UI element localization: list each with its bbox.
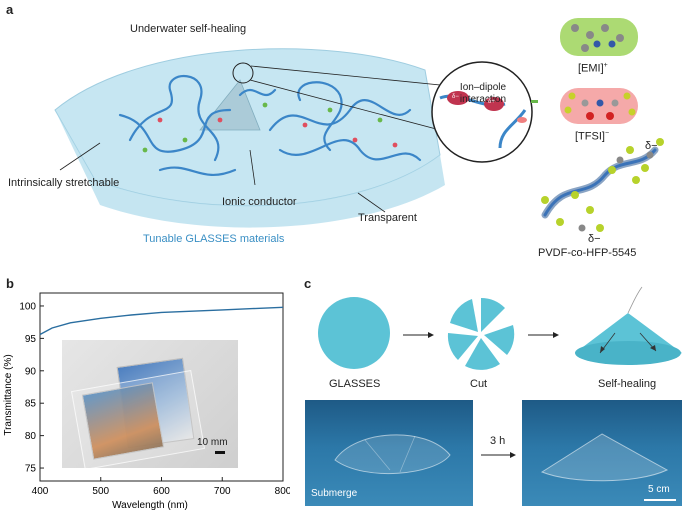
x-tick-label: 500 [92, 486, 109, 497]
y-tick-label: 80 [25, 431, 37, 442]
device-photo: 10 mm [62, 340, 238, 468]
zoom-ion-3 [517, 117, 527, 123]
y-tick-label: 85 [25, 399, 37, 410]
before-film [334, 434, 451, 475]
panel-c-label: c [304, 276, 312, 291]
stretchable-pointer [59, 142, 101, 171]
zoom-ion-4 [531, 100, 538, 103]
transmittance-series-line [39, 306, 284, 336]
x-axis-label: Wavelength (nm) [112, 500, 188, 511]
panel-b-label: b [6, 276, 14, 291]
panel-a-label: a [6, 2, 14, 17]
y-axis-label: Transmittance (%) [3, 354, 14, 435]
emi-molecule [560, 18, 638, 56]
x-tick-label: 400 [32, 486, 49, 497]
callout-zoom-circle [431, 61, 533, 163]
transmittance-chart: 400 500 600 700 800 75 80 85 90 95 100 Transmittan… [3, 292, 290, 511]
underwater-label: Underwater self-healing [130, 23, 247, 35]
healing-pyramid [199, 79, 261, 131]
after-scale-label: 5 cm [648, 484, 670, 495]
y-tick-label: 90 [25, 366, 37, 377]
after-scale-bar [644, 499, 676, 501]
ions [142, 102, 398, 153]
zoom-ion-2 [484, 97, 504, 111]
self-healing-label: Self-healing [598, 378, 657, 390]
emi-label: [EMI]+ [578, 62, 608, 75]
panel-a-illustration [54, 18, 664, 232]
pvdf-molecule [541, 138, 664, 232]
tfsi-label: [TFSI]− [575, 130, 610, 143]
polymer-chains [118, 75, 422, 176]
zoom-delta-plus: δ+ [488, 99, 495, 105]
healed-cone [575, 286, 682, 365]
tunable-label: Tunable GLASSES materials [143, 233, 285, 245]
callout-small-circle [232, 62, 254, 84]
pvdf-label: PVDF-co-HFP-5545 [538, 247, 637, 259]
gel-sheet-front-edge [55, 110, 445, 228]
zoom-chain-2 [498, 109, 527, 149]
ionic-label: Ionic conductor [222, 196, 297, 208]
zoom-ion-1 [447, 91, 469, 105]
healing-schematic [318, 286, 682, 370]
callout-line-top [250, 65, 471, 89]
ion-dipole-label: Ion–dipole interaction [459, 82, 507, 105]
photo-scale-label: 10 mm [197, 437, 228, 448]
time-label: 3 h [490, 435, 506, 447]
photo-gel-film [70, 370, 206, 468]
x-tick-label: 700 [214, 486, 231, 497]
transparent-label: Transparent [358, 212, 417, 224]
glasses-label: GLASSES [329, 378, 381, 390]
submerge-photo-before: Submerge [305, 400, 473, 506]
x-tick-label: 600 [153, 486, 170, 497]
cut-label: Cut [470, 378, 488, 390]
pvdf-delta-bottom: δ− [588, 233, 601, 245]
cut-disc [447, 298, 515, 370]
chart-axes: 400 500 600 700 800 75 80 85 90 95 100 [19, 292, 290, 497]
zoom-delta-minus: δ− [452, 94, 459, 100]
tfsi-molecule [560, 88, 638, 124]
ionic-pointer [249, 149, 256, 186]
after-cone [540, 433, 669, 482]
transparent-pointer [357, 192, 386, 213]
submerge-photo-after: 5 cm [522, 400, 682, 506]
pvdf-delta-top: δ− [645, 140, 658, 152]
y-tick-label: 75 [25, 464, 37, 475]
stretchable-label: Intrinsically stretchable [8, 177, 120, 189]
submerge-label: Submerge [311, 488, 358, 499]
x-tick-label: 800 [275, 486, 290, 497]
glasses-disc [318, 297, 390, 369]
y-tick-label: 95 [25, 334, 37, 345]
y-tick-label: 100 [19, 301, 36, 312]
photo-scale-bar [215, 451, 225, 454]
time-arrow [481, 452, 516, 458]
